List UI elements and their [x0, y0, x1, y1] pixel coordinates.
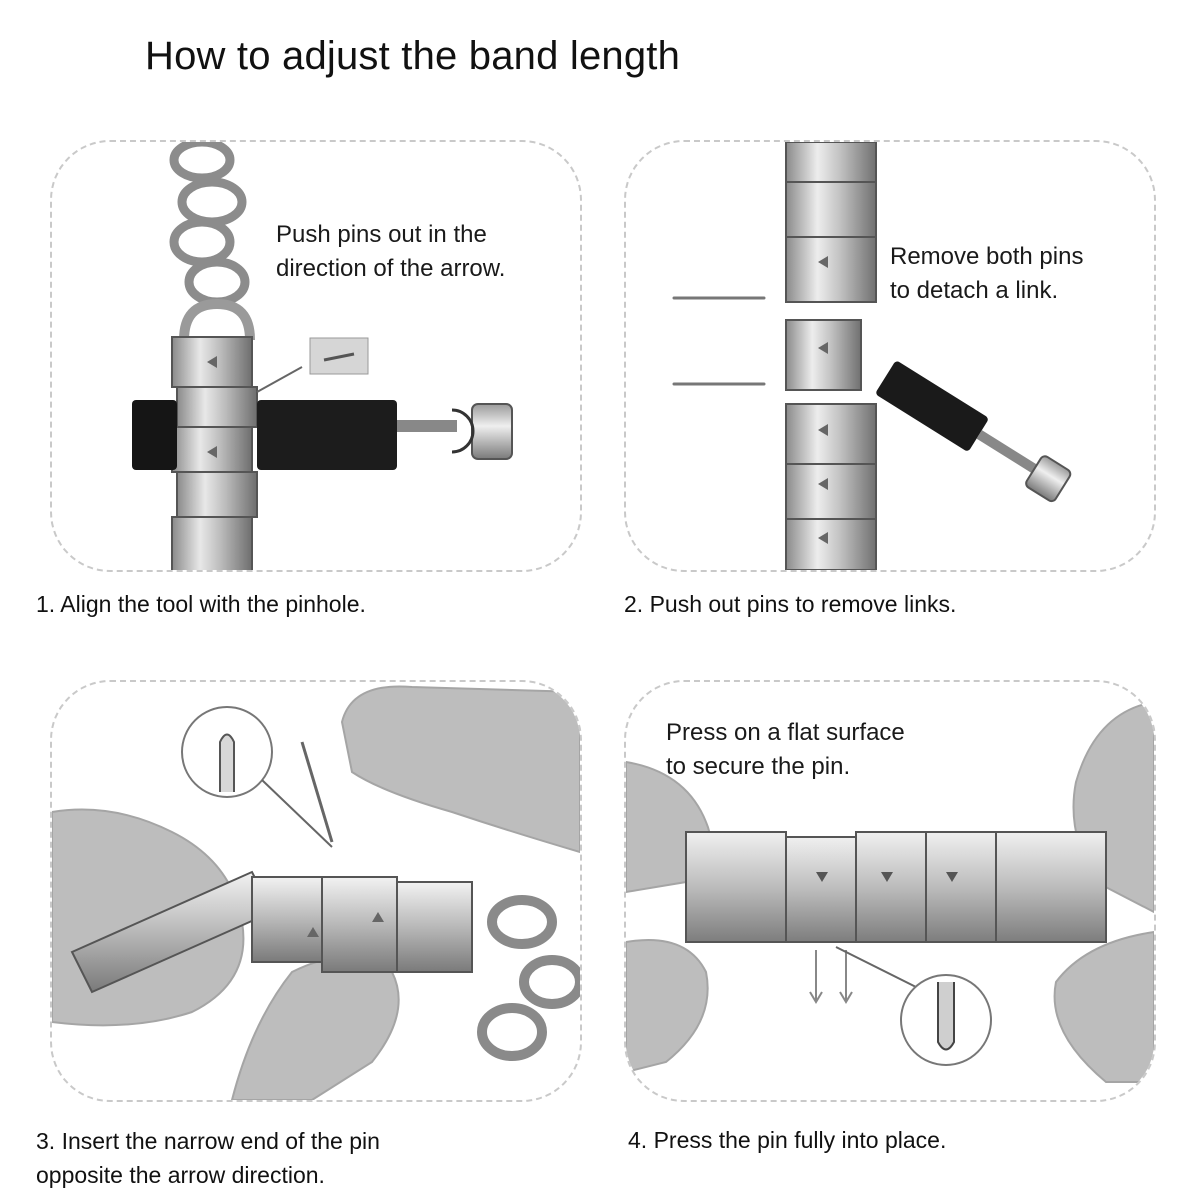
- pin-tool-icon: [132, 400, 513, 470]
- chain-links: [477, 895, 580, 1061]
- step-3-caption-line-2: opposite the arrow direction.: [36, 1162, 325, 1188]
- bracelet-links: [70, 870, 473, 994]
- step-3-caption-line-1: 3. Insert the narrow end of the pin: [36, 1128, 380, 1154]
- page-title: How to adjust the band length: [145, 34, 681, 78]
- step-1-note-line-1: Push pins out in the: [276, 221, 487, 248]
- step-2-note-line-2: to detach a link.: [890, 277, 1059, 304]
- step-4-illustration: [626, 700, 1154, 1083]
- step-2-note-line-1: Remove both pins: [890, 243, 1084, 270]
- chain-links: [169, 142, 250, 307]
- step-3-panel: [50, 680, 582, 1102]
- step-4-note-line-2: to secure the pin.: [666, 753, 851, 780]
- step-4-note-line-1: Press on a flat surface: [666, 719, 905, 746]
- step-2-caption: 2. Push out pins to remove links.: [624, 591, 957, 617]
- step-4-panel: Press on a flat surface to secure the pi…: [624, 680, 1156, 1102]
- down-arrow-icon: [809, 950, 853, 1004]
- bracelet-links: [785, 142, 877, 570]
- step-1-note-line-2: direction of the arrow.: [276, 255, 506, 282]
- pin-tool-icon: [876, 361, 1072, 503]
- step-2-panel: Remove both pins to detach a link.: [624, 140, 1156, 572]
- step-2-illustration: [672, 142, 1072, 570]
- step-1-caption: 1. Align the tool with the pinhole.: [36, 591, 366, 617]
- loose-pin-icon: [672, 296, 766, 386]
- bracelet-links: [685, 831, 1107, 943]
- step-1-panel: Push pins out in the direction of the ar…: [50, 140, 582, 572]
- step-3-illustration: [52, 685, 580, 1100]
- step-4-caption: 4. Press the pin fully into place.: [628, 1127, 947, 1153]
- step-1-illustration: [132, 142, 513, 570]
